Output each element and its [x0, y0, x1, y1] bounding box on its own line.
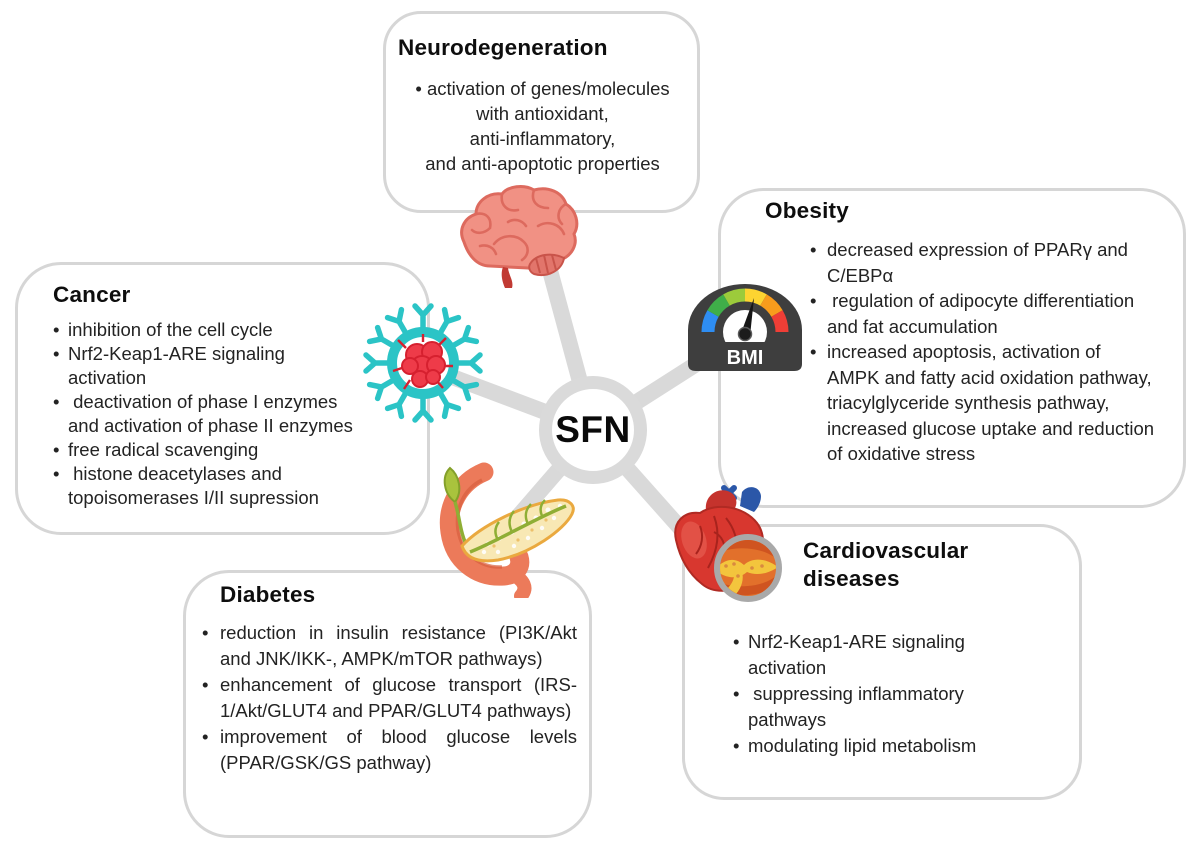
bmi-gauge-icon: BMI	[688, 284, 802, 371]
bullet-item: decreased expression of PPARγ and C/EBPα	[810, 237, 1173, 288]
bullet-item: suppressing inflammatory pathways	[733, 681, 1065, 733]
cancer-cell-icon	[363, 303, 483, 423]
heart-magnifier-icon	[674, 485, 782, 602]
box-title-diabetes: Diabetes	[220, 582, 316, 607]
bullet-item: regulation of adipocyte differentiation …	[810, 288, 1173, 339]
brain-icon	[460, 185, 579, 288]
box-title-cancer: Cancer	[53, 282, 131, 307]
bullet-item: inhibition of the cell cycle	[53, 318, 421, 342]
bullet-item: increased apoptosis, activation of AMPK …	[810, 339, 1173, 467]
sfn-label: SFN	[555, 409, 631, 450]
box-neurodegeneration: Neurodegeneration activation of genes/mo…	[383, 11, 700, 213]
bullet-item: improvement of blood glucose levels (PPA…	[202, 724, 577, 776]
box-diabetes: Diabetes reduction in insulin resistance…	[183, 570, 592, 838]
bullet-item: modulating lipid metabolism	[733, 733, 1065, 759]
bullet-list: Nrf2-Keap1-ARE signaling activation supp…	[733, 629, 1065, 759]
box-title-neurodegeneration: Neurodegeneration	[398, 35, 608, 60]
bullet-item: activation of genes/molecules with antio…	[398, 76, 687, 176]
bullet-list: reduction in insulin resistance (PI3K/Ak…	[202, 620, 577, 776]
bullet-list: inhibition of the cell cycle Nrf2-Keap1-…	[53, 318, 421, 510]
bullet-item: enhancement of glucose transport (IRS-1/…	[202, 672, 577, 724]
bullet-item: free radical scavenging	[53, 438, 421, 462]
bullet-item: deactivation of phase I enzymes and acti…	[53, 390, 421, 438]
bullet-item: Nrf2-Keap1-ARE signaling activation	[733, 629, 1065, 681]
box-obesity: Obesity decreased expression of PPARγ an…	[718, 188, 1186, 508]
box-title-obesity: Obesity	[765, 198, 849, 223]
box-cancer: Cancer inhibition of the cell cycle Nrf2…	[15, 262, 430, 535]
bullet-list: decreased expression of PPARγ and C/EBPα…	[810, 237, 1173, 467]
sfn-hub: SFN	[539, 376, 647, 484]
bullet-item: reduction in insulin resistance (PI3K/Ak…	[202, 620, 577, 672]
bullet-item: histone deacetylases and topoisomerases …	[53, 462, 421, 510]
box-title-cardiovascular: Cardiovascular diseases	[803, 538, 969, 591]
pancreas-icon	[439, 462, 575, 598]
bullet-item: Nrf2-Keap1-ARE signaling activation	[53, 342, 421, 390]
bmi-gauge-label: BMI	[727, 347, 764, 369]
